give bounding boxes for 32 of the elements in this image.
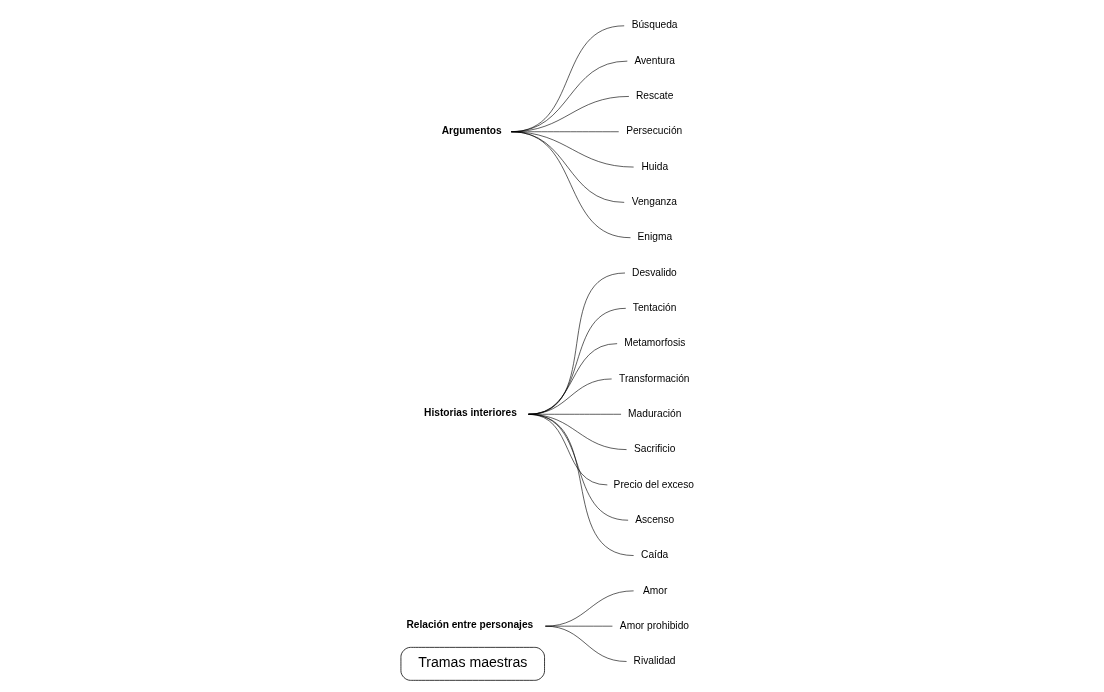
connector [545, 590, 634, 627]
node-text: Metamorfosis [624, 337, 686, 349]
node-text: Enigma [637, 231, 673, 243]
node-text: Venganza [631, 196, 677, 208]
connector [528, 343, 618, 415]
node-text: Precio del exceso [613, 478, 695, 490]
node-text: Amor [643, 584, 668, 596]
node-text: Relación entre personajes [406, 619, 534, 631]
node-text: Rivalidad [633, 655, 676, 667]
node-text: Ascenso [635, 513, 675, 525]
connector [545, 625, 627, 662]
node-text: Persecución [626, 125, 683, 137]
node-text: Rescate [635, 90, 674, 102]
connector [528, 378, 612, 415]
node-text: Historias interiores [424, 407, 517, 419]
node-text: Desvalido [632, 266, 677, 278]
node-text: Argumentos [441, 124, 502, 136]
node-text: Maduración [628, 407, 682, 419]
connector [528, 308, 627, 415]
connector [510, 131, 625, 203]
node-box: Tramas maestras [400, 647, 545, 681]
node-text: Aventura [634, 54, 675, 66]
node-text: Caída [641, 549, 669, 561]
connector [510, 131, 631, 238]
node-text: Amor prohibido [619, 619, 689, 631]
connector [528, 413, 634, 556]
node-text: Sacrificio [634, 443, 676, 455]
node-text: Transformación [619, 372, 690, 384]
connector [528, 272, 626, 415]
node-text: Tentación [632, 302, 677, 313]
node-text: Búsqueda [631, 19, 678, 31]
node-text: Huida [641, 160, 669, 172]
